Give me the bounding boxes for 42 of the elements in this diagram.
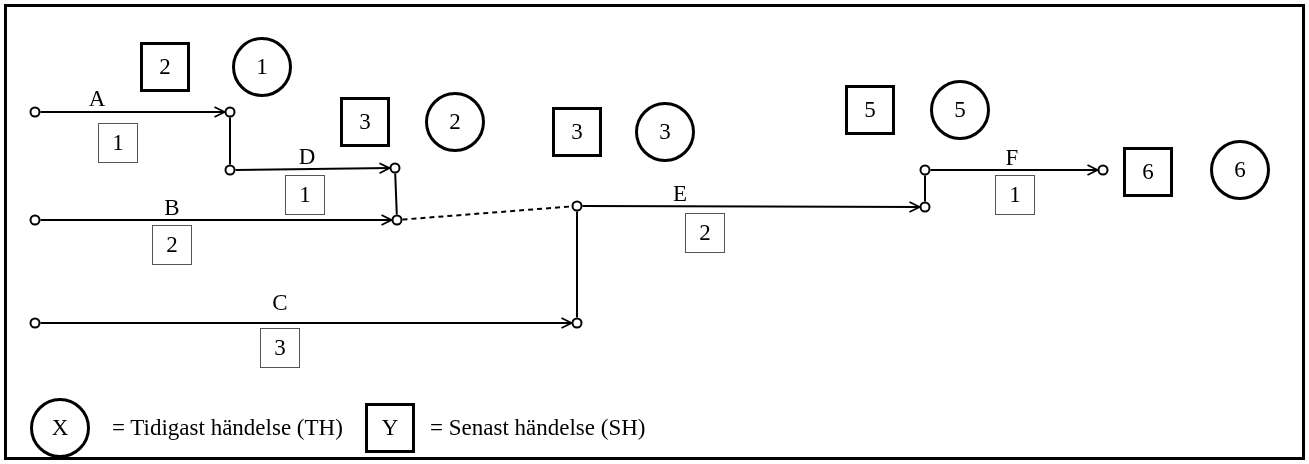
event-node xyxy=(224,106,236,118)
earliest-event-circle: 1 xyxy=(232,37,292,97)
connector-line xyxy=(576,210,578,319)
duration-number: 1 xyxy=(98,123,138,163)
duration-number: 3 xyxy=(260,328,300,368)
latest-event-box: 3 xyxy=(552,107,602,157)
duration-number: 2 xyxy=(685,213,725,253)
legend-square-symbol: Y xyxy=(365,403,415,453)
arrow xyxy=(39,106,226,118)
arrow xyxy=(39,214,393,226)
event-node xyxy=(29,317,41,329)
event-node xyxy=(919,164,931,176)
earliest-event-circle: 2 xyxy=(425,92,485,152)
event-node xyxy=(571,317,583,329)
arrow xyxy=(39,317,573,329)
event-node xyxy=(919,201,931,213)
connector-line xyxy=(924,174,926,203)
duration-number: 1 xyxy=(995,175,1035,215)
earliest-event-circle: 6 xyxy=(1210,140,1270,200)
arrow xyxy=(581,201,921,213)
earliest-event-circle: 5 xyxy=(930,80,990,140)
legend-text: = Tidigast händelse (TH) xyxy=(112,415,343,441)
event-node xyxy=(391,214,403,226)
event-node xyxy=(571,200,583,212)
arrow xyxy=(234,162,391,175)
event-node xyxy=(224,164,236,176)
latest-event-box: 2 xyxy=(140,42,190,92)
duration-number: 1 xyxy=(285,175,325,215)
legend-text: = Senast händelse (SH) xyxy=(430,415,646,441)
event-node xyxy=(29,214,41,226)
earliest-event-circle: 3 xyxy=(635,102,695,162)
latest-event-box: 3 xyxy=(340,97,390,147)
latest-event-box: 5 xyxy=(845,85,895,135)
event-node xyxy=(1097,164,1109,176)
latest-event-box: 6 xyxy=(1123,147,1173,197)
connector-line xyxy=(394,172,398,216)
legend-circle-symbol: X xyxy=(30,398,90,458)
arrow xyxy=(929,164,1099,176)
event-node xyxy=(389,162,401,174)
duration-number: 2 xyxy=(152,225,192,265)
connector-line xyxy=(229,116,231,166)
event-node xyxy=(29,106,41,118)
